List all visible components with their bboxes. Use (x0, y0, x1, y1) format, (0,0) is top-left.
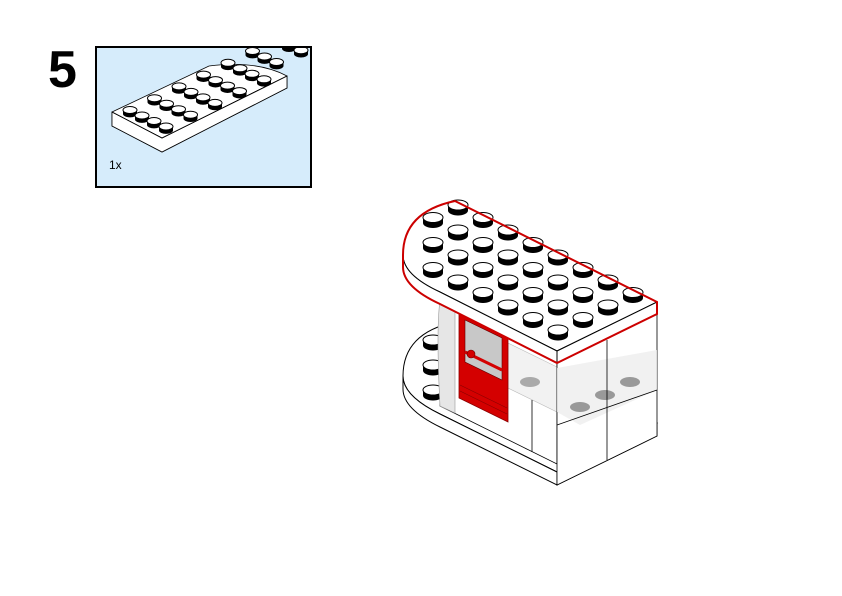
top-plate-new-part (402, 199, 659, 365)
stud (472, 212, 494, 228)
door (458, 311, 509, 423)
stud (447, 396, 469, 413)
stud (622, 287, 644, 303)
stud (422, 212, 444, 228)
stud (572, 262, 594, 278)
stud (422, 359, 444, 376)
stud (245, 48, 260, 59)
stud (195, 93, 211, 105)
stud (472, 409, 494, 426)
stud (232, 64, 248, 76)
stud (547, 446, 569, 463)
stud (196, 70, 211, 82)
stud (497, 421, 519, 438)
stud (522, 262, 544, 278)
stud (497, 224, 519, 241)
stud (497, 299, 519, 316)
stud (422, 262, 444, 278)
stud (497, 274, 519, 291)
stud (158, 122, 174, 134)
stud (497, 249, 519, 266)
stud (522, 287, 544, 303)
stud (547, 324, 569, 341)
stud (183, 110, 198, 123)
parts-callout: 1x (95, 46, 312, 188)
bottom-plate (402, 321, 659, 486)
stud (256, 75, 272, 87)
stud (447, 224, 469, 241)
stud (171, 105, 186, 117)
stud (447, 249, 469, 266)
stud (220, 58, 236, 71)
step-number: 5 (48, 41, 77, 99)
stud (547, 274, 569, 291)
stud (472, 262, 494, 278)
stud (422, 384, 444, 401)
stud (572, 287, 594, 303)
stud (547, 249, 569, 266)
stud (572, 312, 594, 328)
stud (159, 99, 174, 112)
stud (522, 434, 544, 451)
stud (472, 287, 494, 303)
stud (134, 111, 150, 123)
part-plate-icon (111, 48, 309, 153)
stud (147, 94, 162, 106)
stud (282, 48, 296, 53)
stud (293, 48, 309, 58)
stud (207, 98, 223, 111)
stud (269, 58, 284, 70)
stud (171, 82, 187, 94)
stud (522, 237, 544, 253)
stud (183, 87, 199, 100)
stud (447, 274, 469, 291)
stud (208, 76, 223, 88)
wall-bricks (437, 299, 658, 486)
stud (597, 299, 619, 316)
stud (146, 117, 162, 129)
stud (232, 87, 247, 99)
stud (122, 106, 138, 118)
stud (522, 312, 544, 328)
stud (547, 299, 569, 316)
stud (244, 69, 260, 82)
stud (257, 52, 272, 64)
stud (597, 274, 619, 291)
part-quantity: 1x (109, 158, 122, 172)
stud (220, 81, 235, 93)
stud (422, 237, 444, 253)
stud (472, 237, 494, 253)
stud (422, 334, 444, 351)
stud (447, 199, 469, 216)
